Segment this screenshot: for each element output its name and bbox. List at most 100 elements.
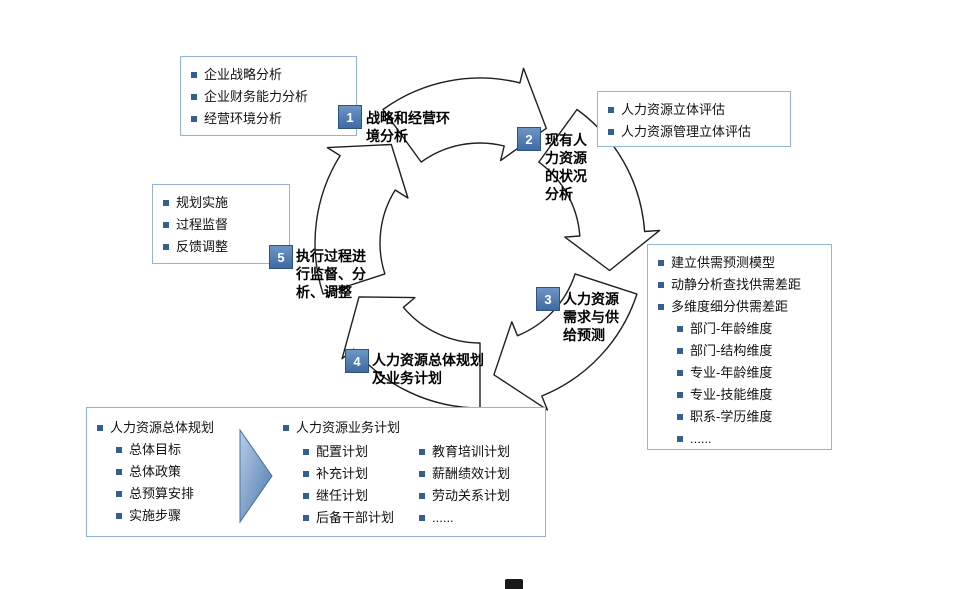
- list-item: 部门-结构维度: [677, 340, 821, 362]
- business-plan-col2: 教育培训计划 薪酬绩效计划 劳动关系计划 ......: [419, 441, 510, 529]
- callout-strategy-analysis: 企业战略分析 企业财务能力分析 经营环境分析: [180, 56, 357, 136]
- list-item: 专业-年龄维度: [677, 362, 821, 384]
- item-label: ......: [690, 431, 712, 446]
- bullet-icon: [191, 72, 197, 78]
- item-label: 总体目标: [129, 442, 182, 457]
- list-item: 补充计划: [303, 463, 394, 485]
- bullet-icon: [419, 471, 425, 477]
- item-label: 部门-年龄维度: [690, 321, 773, 336]
- list-item: 薪酬绩效计划: [419, 463, 510, 485]
- list-item: 过程监督: [163, 214, 279, 236]
- business-plan-group: 人力资源业务计划: [283, 417, 400, 439]
- item-label: 专业-技能维度: [690, 387, 773, 402]
- list-item: 人力资源立体评估: [608, 99, 780, 121]
- bullet-icon: [677, 348, 683, 354]
- callout-forecast: 建立供需预测模型 动静分析查找供需差距 多维度细分供需差距 部门-年龄维度 部门…: [647, 244, 832, 450]
- list-item: 专业-技能维度: [677, 384, 821, 406]
- item-label: 经营环境分析: [204, 111, 283, 126]
- bullet-icon: [677, 370, 683, 376]
- stage-1-label: 战略和经营环境分析: [366, 110, 450, 144]
- bullet-icon: [608, 129, 614, 135]
- group-title-label: 人力资源总体规划: [110, 420, 215, 435]
- list-item: 多维度细分供需差距: [658, 296, 821, 318]
- item-label: 总体政策: [129, 464, 182, 479]
- bullet-icon: [163, 200, 169, 206]
- callout-hr-assessment: 人力资源立体评估 人力资源管理立体评估: [597, 91, 791, 147]
- item-label: 人力资源立体评估: [621, 102, 726, 117]
- stage-4-badge: 4: [345, 349, 369, 373]
- bullet-icon: [419, 449, 425, 455]
- item-label: 专业-年龄维度: [690, 365, 773, 380]
- callout-hr-plans: 人力资源总体规划 总体目标 总体政策 总预算安排 实施步骤 人力资源业务计划 配…: [86, 407, 546, 537]
- stage-4-label: 人力资源总体规划及业务计划: [372, 352, 484, 386]
- list-item: 劳动关系计划: [419, 485, 510, 507]
- stage-1-badge: 1: [338, 105, 362, 129]
- list-item: 反馈调整: [163, 236, 279, 258]
- list-item: 企业战略分析: [191, 64, 346, 86]
- list-item: 总预算安排: [116, 483, 214, 505]
- footer-mark: [505, 579, 523, 589]
- list-item: 人力资源管理立体评估: [608, 121, 780, 143]
- bullet-icon: [677, 326, 683, 332]
- stage-5-label: 执行过程进行监督、分析、调整: [296, 248, 366, 300]
- dimension-sublist: 部门-年龄维度 部门-结构维度 专业-年龄维度 专业-技能维度 职系-学历维度 …: [677, 318, 821, 450]
- item-label: ......: [432, 510, 454, 525]
- item-label: 职系-学历维度: [690, 409, 773, 424]
- bullet-icon: [163, 222, 169, 228]
- list-item: 部门-年龄维度: [677, 318, 821, 340]
- bullet-icon: [303, 493, 309, 499]
- stage-2-badge: 2: [517, 127, 541, 151]
- bullet-icon: [191, 94, 197, 100]
- list-item: 教育培训计划: [419, 441, 510, 463]
- item-label: 部门-结构维度: [690, 343, 773, 358]
- list-item: 配置计划: [303, 441, 394, 463]
- bullet-icon: [303, 515, 309, 521]
- item-label: 总预算安排: [129, 486, 195, 501]
- arrow-right-icon: [239, 428, 273, 524]
- item-label: 薪酬绩效计划: [432, 466, 511, 481]
- item-label: 补充计划: [316, 466, 369, 481]
- item-label: 配置计划: [316, 444, 369, 459]
- item-label: 继任计划: [316, 488, 369, 503]
- callout-execution: 规划实施 过程监督 反馈调整: [152, 184, 290, 264]
- stage-5-badge: 5: [269, 245, 293, 269]
- bullet-icon: [97, 425, 103, 431]
- group-title: 人力资源业务计划: [283, 417, 400, 439]
- item-label: 企业财务能力分析: [204, 89, 309, 104]
- list-item: 企业财务能力分析: [191, 86, 346, 108]
- list-item: 经营环境分析: [191, 108, 346, 130]
- list-item: ......: [419, 507, 510, 529]
- item-label: 动静分析查找供需差距: [671, 277, 802, 292]
- bullet-icon: [191, 116, 197, 122]
- list-item: 总体目标: [116, 439, 214, 461]
- item-label: 反馈调整: [176, 239, 229, 254]
- bullet-icon: [283, 425, 289, 431]
- item-label: 实施步骤: [129, 508, 182, 523]
- business-plan-col1: 配置计划 补充计划 继任计划 后备干部计划: [303, 441, 394, 529]
- stage-3-badge: 3: [536, 287, 560, 311]
- bullet-icon: [116, 491, 122, 497]
- item-label: 多维度细分供需差距: [671, 299, 789, 314]
- item-label: 人力资源管理立体评估: [621, 124, 752, 139]
- list-item: 规划实施: [163, 192, 279, 214]
- bullet-icon: [677, 436, 683, 442]
- group-title-label: 人力资源业务计划: [296, 420, 401, 435]
- item-label: 规划实施: [176, 195, 229, 210]
- item-label: 过程监督: [176, 217, 229, 232]
- bullet-icon: [116, 447, 122, 453]
- bullet-icon: [303, 449, 309, 455]
- list-item: 总体政策: [116, 461, 214, 483]
- list-item: 后备干部计划: [303, 507, 394, 529]
- bullet-icon: [419, 515, 425, 521]
- list-item: 继任计划: [303, 485, 394, 507]
- bullet-icon: [116, 513, 122, 519]
- stage-3-label: 人力资源需求与供给预测: [563, 291, 619, 343]
- list-item: 实施步骤: [116, 505, 214, 527]
- item-label: 建立供需预测模型: [671, 255, 776, 270]
- bullet-icon: [608, 107, 614, 113]
- bullet-icon: [163, 244, 169, 250]
- bullet-icon: [419, 493, 425, 499]
- bullet-icon: [658, 260, 664, 266]
- list-item: 职系-学历维度: [677, 406, 821, 428]
- list-item: 建立供需预测模型: [658, 252, 821, 274]
